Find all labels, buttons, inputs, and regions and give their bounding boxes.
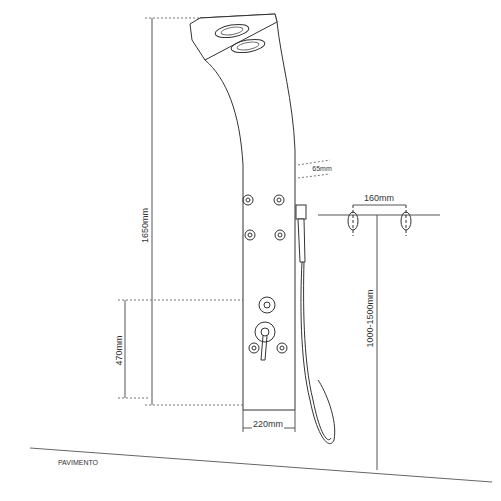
dimension-line — [377, 215, 378, 470]
floor-label: PAVIMENTO — [57, 459, 99, 466]
extension-line — [295, 410, 296, 432]
panel-body — [200, 14, 295, 410]
rain-head — [221, 26, 244, 37]
extension-line — [145, 18, 200, 19]
extension-line — [298, 174, 330, 178]
rain-head — [214, 22, 250, 40]
floor-line — [30, 448, 492, 482]
extension-line — [145, 405, 245, 406]
dimension-line — [125, 300, 126, 398]
hand-shower — [296, 205, 335, 444]
mixer-knobs — [255, 297, 275, 360]
panel-head — [190, 14, 277, 60]
water-inlet — [348, 205, 411, 236]
dimension-label: 1650mm — [141, 206, 150, 243]
dimension-label: 220mm — [252, 420, 284, 429]
rain-head — [237, 41, 260, 52]
dimension-label: 65mm — [311, 165, 332, 172]
rain-head — [230, 37, 266, 55]
extension-line — [243, 410, 244, 432]
dimension-line — [152, 18, 153, 405]
dimension-line — [353, 205, 406, 206]
wall-line — [318, 215, 440, 216]
dimension-label: 160mm — [363, 194, 395, 203]
dimension-label: 1000-1500mm — [365, 288, 374, 348]
body-jets — [243, 195, 287, 353]
dimension-label: 470mm — [114, 334, 123, 366]
extension-line — [118, 398, 150, 399]
extension-line — [118, 300, 262, 301]
